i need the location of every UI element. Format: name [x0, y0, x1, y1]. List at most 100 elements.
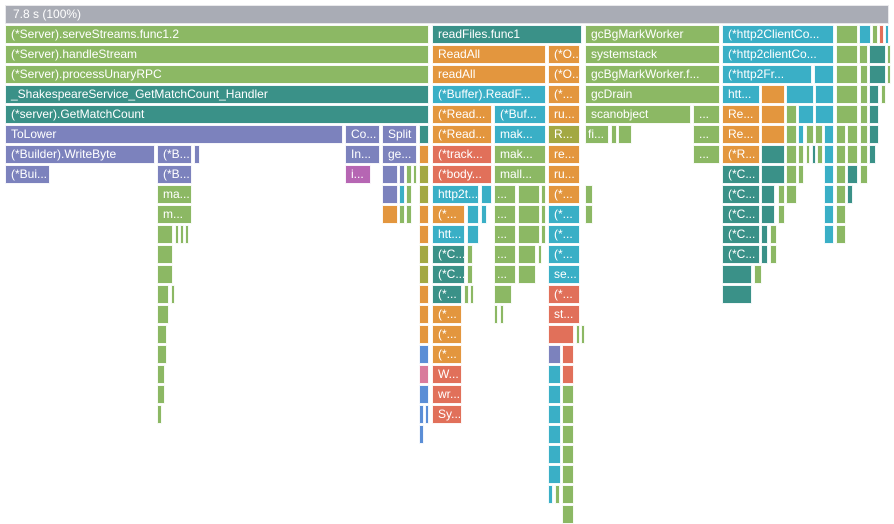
flame-frame[interactable] [814, 65, 834, 84]
flame-frame[interactable] [872, 25, 878, 44]
flame-frame[interactable] [406, 205, 412, 224]
flame-frame[interactable] [413, 165, 417, 184]
flame-frame[interactable] [761, 185, 775, 204]
flame-frame[interactable]: (*... [432, 345, 462, 364]
flame-frame[interactable] [562, 465, 574, 484]
flame-frame[interactable] [494, 285, 512, 304]
flame-frame[interactable] [541, 205, 546, 224]
flame-frame[interactable]: (*B... [157, 165, 192, 184]
flame-frame[interactable] [157, 225, 173, 244]
flame-frame[interactable] [611, 125, 617, 144]
flame-frame[interactable]: ... [693, 125, 720, 144]
flame-frame[interactable] [824, 145, 834, 164]
flame-frame[interactable]: mak... [494, 125, 546, 144]
flame-frame[interactable] [419, 245, 429, 264]
flame-frame[interactable] [548, 425, 561, 444]
flame-frame[interactable] [887, 45, 891, 64]
flame-frame[interactable] [419, 265, 429, 284]
flame-frame[interactable]: ... [693, 105, 720, 124]
flame-frame[interactable]: (*C... [722, 205, 760, 224]
flame-frame[interactable] [869, 105, 879, 124]
flame-frame[interactable] [175, 225, 179, 244]
flame-frame[interactable] [180, 225, 184, 244]
flame-frame[interactable] [869, 85, 879, 104]
flame-frame[interactable]: (*Server).handleStream [5, 45, 429, 64]
flame-frame[interactable] [419, 285, 429, 304]
flame-frame[interactable]: (*Builder).WriteByte [5, 145, 155, 164]
flame-frame[interactable]: re... [548, 145, 580, 164]
flame-frame[interactable]: (*C... [722, 165, 760, 184]
flame-frame[interactable] [824, 125, 834, 144]
flame-frame[interactable]: htt... [432, 225, 465, 244]
flame-frame[interactable]: Sy... [432, 405, 462, 424]
flame-frame[interactable] [399, 185, 405, 204]
flame-frame[interactable] [157, 265, 173, 284]
flame-frame[interactable] [824, 225, 834, 244]
flame-frame[interactable] [806, 125, 814, 144]
flame-frame[interactable]: m... [157, 205, 192, 224]
flame-frame[interactable] [836, 145, 846, 164]
flame-frame[interactable] [881, 85, 886, 104]
flame-frame[interactable]: fi... [585, 125, 609, 144]
flame-frame[interactable] [562, 365, 574, 384]
flame-frame[interactable]: ... [494, 225, 516, 244]
flame-frame[interactable]: mall... [494, 165, 546, 184]
flame-frame[interactable] [419, 225, 429, 244]
flame-frame[interactable] [406, 165, 412, 184]
flame-frame[interactable] [562, 485, 574, 504]
flame-frame[interactable] [171, 285, 175, 304]
flame-frame[interactable]: (*body... [432, 165, 492, 184]
flame-frame[interactable] [754, 265, 762, 284]
flame-frame[interactable] [859, 45, 868, 64]
flame-frame[interactable] [618, 125, 632, 144]
flame-frame[interactable]: ... [693, 145, 720, 164]
flame-frame[interactable] [786, 105, 797, 124]
flame-frame[interactable] [859, 25, 871, 44]
flame-frame[interactable]: (*... [548, 225, 580, 244]
flame-frame[interactable] [500, 305, 504, 324]
flame-frame[interactable] [399, 205, 405, 224]
flame-frame[interactable] [836, 25, 858, 44]
flame-frame[interactable] [761, 245, 768, 264]
flame-frame[interactable] [761, 105, 785, 124]
flame-frame[interactable] [581, 325, 585, 344]
flame-frame[interactable]: (*http2Fr... [722, 65, 812, 84]
flame-frame[interactable] [548, 385, 561, 404]
flame-frame[interactable]: (*server).GetMatchCount [5, 105, 429, 124]
flame-frame[interactable] [467, 265, 473, 284]
flame-frame[interactable] [847, 165, 858, 184]
flame-frame[interactable] [518, 265, 536, 284]
flame-frame[interactable]: mak... [494, 145, 546, 164]
flame-frame[interactable] [860, 85, 868, 104]
flame-frame[interactable] [798, 125, 804, 144]
flame-frame[interactable] [399, 165, 405, 184]
flame-frame[interactable]: (*C... [722, 185, 760, 204]
flame-frame[interactable] [470, 285, 474, 304]
flame-frame[interactable] [824, 165, 834, 184]
flame-frame[interactable] [157, 305, 169, 324]
flame-frame[interactable] [786, 185, 797, 204]
flame-frame[interactable]: (*B... [157, 145, 192, 164]
flame-frame[interactable] [786, 125, 797, 144]
flame-frame[interactable] [194, 145, 200, 164]
flame-frame[interactable]: (*Server).processUnaryRPC [5, 65, 429, 84]
flame-frame[interactable]: ge... [382, 145, 417, 164]
flame-frame[interactable]: ru... [548, 165, 580, 184]
flame-frame[interactable]: (*http2clientCo... [722, 45, 834, 64]
flame-frame[interactable] [382, 165, 398, 184]
flame-frame[interactable] [494, 305, 498, 324]
flame-frame[interactable]: Re... [722, 105, 760, 124]
flame-frame[interactable]: gcBgMarkWorker [585, 25, 720, 44]
flame-frame[interactable] [157, 285, 169, 304]
flame-frame[interactable] [761, 205, 775, 224]
flame-frame[interactable]: (*Read... [432, 105, 492, 124]
flame-frame[interactable]: (*... [432, 285, 462, 304]
flame-frame[interactable] [836, 85, 858, 104]
flame-frame[interactable] [467, 225, 479, 244]
flame-frame[interactable]: (*... [548, 205, 580, 224]
flame-frame[interactable]: http2t... [432, 185, 479, 204]
flame-frame[interactable] [879, 25, 884, 44]
flame-frame[interactable] [722, 265, 752, 284]
flame-frame[interactable]: Co... [345, 125, 380, 144]
